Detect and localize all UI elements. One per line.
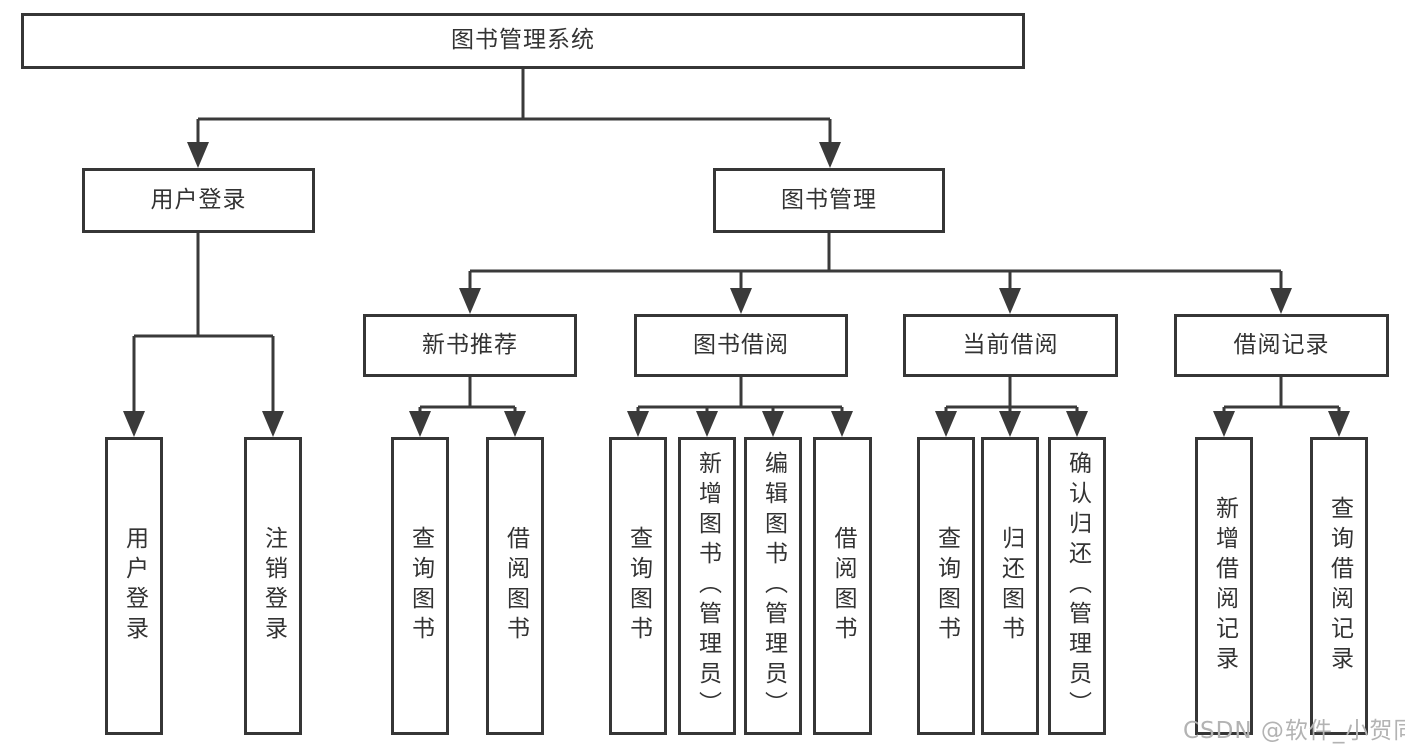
leaf-add-borrow-record-label: 新增借阅记录 (1211, 496, 1238, 676)
leaf-user-login-label: 用户登录 (121, 526, 148, 646)
arrowheads (123, 142, 1350, 437)
leaf-return-book: 归还图书 (981, 437, 1039, 735)
leaf-borrow-books: 借阅图书 (813, 437, 872, 735)
leaf-confirm-return-admin: 确认归还（管理员） (1048, 437, 1106, 735)
node-new-book-recommend: 新书推荐 (363, 314, 577, 377)
node-root-library-system: 图书管理系统 (21, 13, 1025, 69)
leaf-borrow-books-recommend: 借阅图书 (486, 437, 544, 735)
csdn-watermark: CSDN @软件_小贺同学 (1183, 718, 1405, 744)
leaf-query-books-current-label: 查询图书 (933, 526, 960, 646)
leaf-query-books-borrow-label: 查询图书 (625, 526, 652, 646)
leaf-query-books-recommend: 查询图书 (391, 437, 449, 735)
leaf-return-book-label: 归还图书 (997, 526, 1024, 646)
leaf-logout: 注销登录 (244, 437, 302, 735)
leaf-query-borrow-record: 查询借阅记录 (1310, 437, 1368, 735)
leaf-query-books-current: 查询图书 (917, 437, 975, 735)
leaf-user-login: 用户登录 (105, 437, 163, 735)
node-book-borrowing: 图书借阅 (634, 314, 848, 377)
node-user-login: 用户登录 (82, 168, 315, 233)
node-current-borrowing: 当前借阅 (903, 314, 1118, 377)
leaf-query-books-recommend-label: 查询图书 (407, 526, 434, 646)
leaf-edit-book-admin-label: 编辑图书（管理员） (760, 451, 787, 721)
leaf-add-book-admin-label: 新增图书（管理员） (694, 451, 721, 721)
leaf-logout-label: 注销登录 (260, 526, 287, 646)
leaf-query-books-borrow: 查询图书 (609, 437, 667, 735)
leaf-add-book-admin: 新增图书（管理员） (678, 437, 736, 735)
leaf-add-borrow-record: 新增借阅记录 (1195, 437, 1253, 735)
leaf-edit-book-admin: 编辑图书（管理员） (744, 437, 802, 735)
leaf-confirm-return-admin-label: 确认归还（管理员） (1064, 451, 1091, 721)
leaf-borrow-books-recommend-label: 借阅图书 (502, 526, 529, 646)
node-borrowing-records: 借阅记录 (1174, 314, 1389, 377)
leaf-borrow-books-label: 借阅图书 (830, 526, 856, 646)
leaf-query-borrow-record-label: 查询借阅记录 (1326, 496, 1353, 676)
node-book-management: 图书管理 (713, 168, 945, 233)
